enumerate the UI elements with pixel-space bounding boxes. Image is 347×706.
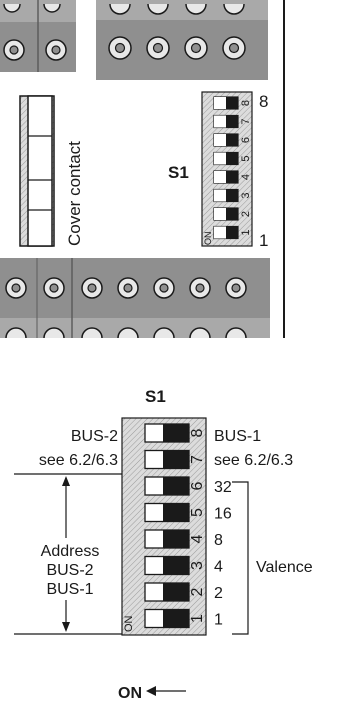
terminal-screw-icon xyxy=(225,277,247,339)
bus1-reference: see 6.2/6.3 xyxy=(214,452,293,469)
dip-switch-1: 1 xyxy=(144,608,206,629)
switch-pos-8-label: 8 xyxy=(259,92,268,111)
switch-number-label: 5 xyxy=(189,508,206,517)
valence-bracket xyxy=(232,481,249,635)
terminal-block-top-right xyxy=(96,0,268,80)
dip-switch-6: 6 xyxy=(213,133,252,147)
dip-switch-large: 8 7 6 5 4 3 2 1 ON xyxy=(121,417,207,636)
dip-switch-3: 3 xyxy=(213,188,252,203)
dip-switch-7: 7 xyxy=(144,449,206,470)
dip-switch-small: 8 7 6 5 4 3 2 1ON xyxy=(201,91,253,247)
terminal-screw-icon xyxy=(189,277,211,339)
screw-icon xyxy=(3,3,21,13)
bus2-title: BUS-2 xyxy=(71,428,118,445)
address-label: Address xyxy=(41,543,100,560)
terminal-screw-icon xyxy=(153,277,175,339)
terminal-screw-icon xyxy=(43,277,65,339)
valence-value: 8 xyxy=(214,532,223,549)
valence-value: 32 xyxy=(214,479,232,496)
valence-values: 32 16 8 4 2 1 xyxy=(214,479,232,629)
cover-contact xyxy=(19,95,55,247)
switch-number-label: 5 xyxy=(240,155,252,161)
terminal-screw-icon xyxy=(5,277,27,339)
switch-number-label: 8 xyxy=(189,428,206,437)
bus1-title: BUS-1 xyxy=(214,428,261,445)
dip-switch-1: 1 xyxy=(213,225,252,240)
switch-number-label: 7 xyxy=(189,455,206,464)
dip-switch-5: 5 xyxy=(213,151,252,166)
dip-switch-6: 6 xyxy=(144,476,206,496)
dip-switch-8: 8 xyxy=(213,96,252,110)
valence-value: 1 xyxy=(214,612,223,629)
cover-contact-label: Cover contact xyxy=(65,141,84,246)
dip-switch-8: 8 xyxy=(144,423,206,443)
terminal-screw-icon xyxy=(117,277,139,339)
switch-number-label: 3 xyxy=(240,192,252,198)
switch-pos-1-label: 1 xyxy=(259,231,268,250)
terminal-screws xyxy=(108,3,246,60)
terminal-screw-icon xyxy=(81,277,103,339)
valence-value: 2 xyxy=(214,585,223,602)
s1-label-top: S1 xyxy=(168,163,189,182)
valence-label: Valence xyxy=(256,559,313,576)
switch-number-label: 1 xyxy=(189,614,206,623)
switch-number-label: 2 xyxy=(189,587,206,596)
on-marker: ON xyxy=(123,615,135,632)
switch-number-label: 3 xyxy=(189,561,206,570)
dip-switch-4: 4 xyxy=(144,529,206,549)
switch-number-label: 7 xyxy=(240,118,252,124)
dip-switch-5: 5 xyxy=(144,502,206,523)
screw-icon xyxy=(43,3,61,13)
address-bus2-label: BUS-2 xyxy=(46,562,93,579)
dip-switch-3: 3 xyxy=(144,555,206,576)
on-marker: ON xyxy=(203,232,213,246)
dip-switch-7: 7 xyxy=(213,114,252,129)
dip-switch-4: 4 xyxy=(213,170,252,184)
switch-number-label: 4 xyxy=(189,534,206,543)
dip-switch-2: 2 xyxy=(213,207,252,221)
address-bus1-label: BUS-1 xyxy=(46,581,93,598)
s1-label: S1 xyxy=(145,387,166,406)
dip-switch-2: 2 xyxy=(144,582,206,602)
valence-value: 4 xyxy=(214,559,223,576)
switch-number-label: 2 xyxy=(240,211,252,217)
on-label: ON xyxy=(118,685,142,702)
valence-value: 16 xyxy=(214,506,232,523)
switch-number-label: 6 xyxy=(189,481,206,490)
switch-number-label: 6 xyxy=(240,137,252,143)
terminal-block-bottom xyxy=(0,258,270,339)
switch-number-label: 8 xyxy=(240,100,252,106)
switch-number-label: 4 xyxy=(240,174,252,180)
terminal-block-top-left xyxy=(0,0,76,72)
switch-number-label: 1 xyxy=(240,229,252,235)
left-arrow-icon xyxy=(146,686,186,696)
bus2-reference: see 6.2/6.3 xyxy=(39,452,118,469)
